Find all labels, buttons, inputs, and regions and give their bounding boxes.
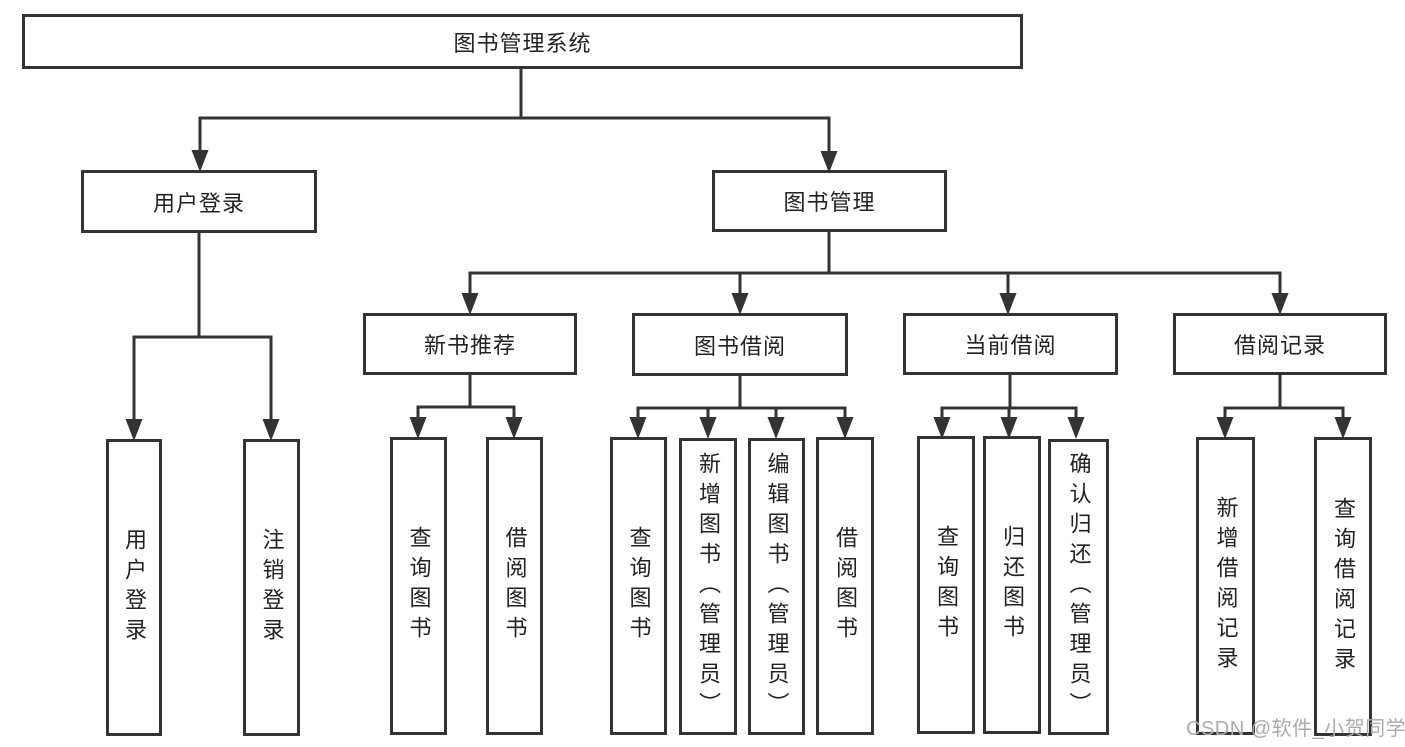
leaf-current-return-books-label: 归还图书 — [1000, 525, 1025, 645]
node-root-library-management-system: 图书管理系统 — [22, 14, 1023, 69]
leaf-borrow-query-books: 查询图书 — [610, 437, 667, 735]
leaf-borrow-edit-books-admin-label: 编辑图书（管理员） — [764, 451, 790, 722]
leaf-recommend-borrow-books-label: 借阅图书 — [502, 526, 528, 646]
leaf-current-query-books-label: 查询图书 — [934, 525, 959, 645]
leaf-records-add-record: 新增借阅记录 — [1196, 437, 1255, 735]
node-new-book-recommend: 新书推荐 — [363, 313, 577, 375]
leaf-records-query-record: 查询借阅记录 — [1314, 437, 1372, 736]
leaf-current-return-books: 归还图书 — [983, 436, 1041, 734]
node-user-login: 用户登录 — [81, 170, 317, 233]
leaf-recommend-query-books-label: 查询图书 — [406, 526, 432, 646]
leaf-recommend-query-books: 查询图书 — [390, 437, 447, 735]
leaf-user-login: 用户登录 — [106, 439, 162, 736]
csdn-watermark: CSDN @软件_小贺同学 — [1186, 718, 1405, 740]
leaf-borrow-add-books-admin-label: 新增图书（管理员） — [696, 451, 721, 722]
leaf-recommend-borrow-books: 借阅图书 — [486, 437, 543, 735]
leaf-logout-label: 注销登录 — [259, 527, 285, 648]
leaf-records-add-record-label: 新增借阅记录 — [1213, 496, 1239, 676]
node-book-borrow: 图书借阅 — [632, 313, 848, 376]
node-book-management: 图书管理 — [712, 170, 947, 232]
leaf-current-query-books: 查询图书 — [917, 436, 975, 734]
leaf-current-confirm-return-admin: 确认归还（管理员） — [1048, 439, 1109, 735]
leaf-borrow-edit-books-admin: 编辑图书（管理员） — [748, 438, 805, 735]
leaf-logout: 注销登录 — [243, 439, 300, 736]
leaf-borrow-borrow-books: 借阅图书 — [816, 437, 874, 735]
leaf-borrow-borrow-books-label: 借阅图书 — [833, 526, 858, 646]
node-borrow-records: 借阅记录 — [1173, 313, 1387, 375]
leaf-borrow-query-books-label: 查询图书 — [626, 526, 652, 646]
leaf-borrow-add-books-admin: 新增图书（管理员） — [679, 438, 737, 735]
leaf-records-query-record-label: 查询借阅记录 — [1331, 496, 1356, 677]
leaf-current-confirm-return-admin-label: 确认归还（管理员） — [1066, 452, 1092, 722]
node-current-borrow: 当前借阅 — [903, 313, 1118, 375]
leaf-user-login-label: 用户登录 — [122, 527, 147, 648]
